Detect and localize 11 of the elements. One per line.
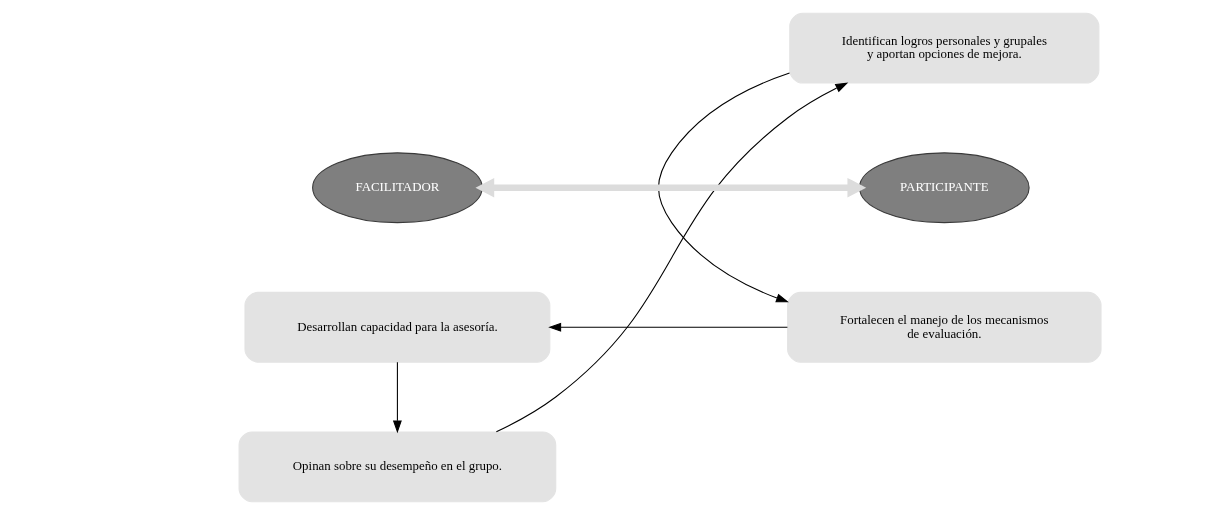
node-box: Fortalecen el manejo de los mecanismos de evaluación. [787, 291, 1102, 363]
node-ellipse: FACILITADOR [312, 151, 483, 223]
arrow [392, 361, 402, 433]
arrow [495, 81, 849, 432]
arrow [548, 322, 788, 332]
arrow [657, 71, 791, 302]
arrow [475, 177, 867, 198]
node-box: Desarrollan capacidad para la asesoría. [244, 291, 551, 363]
node-box: Identifican logros personales y grupales y aportan opciones de mejora. [789, 12, 1100, 84]
node-box: Opinan sobre su desempeño en el grupo. [238, 430, 557, 502]
node-ellipse: PARTICIPANTE [859, 151, 1030, 223]
